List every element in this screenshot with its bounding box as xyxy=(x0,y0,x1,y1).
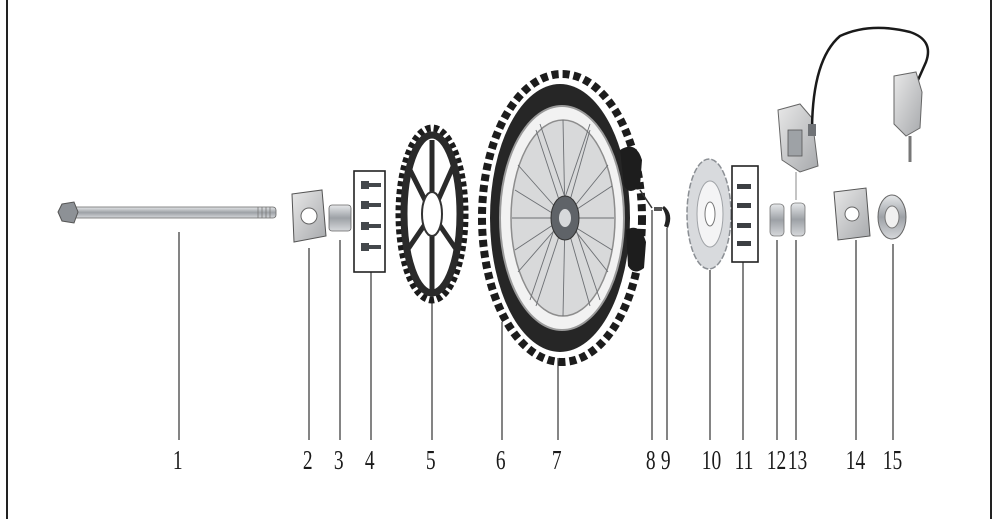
part-label-2: 2 xyxy=(302,445,313,475)
brake-hose-icon xyxy=(808,26,930,136)
part-label-12: 12 xyxy=(766,445,787,475)
part-label-5: 5 xyxy=(425,445,436,475)
brake-disc-icon xyxy=(686,158,732,270)
spacer-icon xyxy=(328,204,352,232)
part-label-10: 10 xyxy=(701,445,722,475)
part-label-1: 1 xyxy=(172,445,183,475)
adjuster-plate-icon xyxy=(833,187,871,241)
inner-tube-icon xyxy=(620,146,646,272)
chain-adjuster-plate-icon xyxy=(291,189,327,243)
master-cylinder-icon xyxy=(893,71,923,162)
rear-sprocket-icon xyxy=(395,124,469,304)
part-label-7: 7 xyxy=(551,445,562,475)
rim-lock-icon xyxy=(662,206,671,228)
collar-icon xyxy=(790,202,806,237)
axle-nut-icon xyxy=(877,194,907,240)
bearing-icon xyxy=(769,203,785,237)
diagram-frame xyxy=(6,0,992,519)
part-label-13: 13 xyxy=(787,445,808,475)
part-label-11: 11 xyxy=(734,445,754,475)
leader-lines xyxy=(178,210,894,440)
part-label-8: 8 xyxy=(645,445,656,475)
disc-bolts-icon xyxy=(731,165,759,263)
part-label-4: 4 xyxy=(364,445,375,475)
brake-caliper-icon xyxy=(777,103,819,200)
part-label-6: 6 xyxy=(495,445,506,475)
axle-icon xyxy=(57,201,277,224)
wheel-rim-icon xyxy=(499,105,625,331)
valve-icon xyxy=(639,189,662,211)
sprocket-bolts-icon xyxy=(353,170,386,273)
part-label-9: 9 xyxy=(660,445,671,475)
part-label-14: 14 xyxy=(845,445,866,475)
part-label-15: 15 xyxy=(882,445,903,475)
part-label-3: 3 xyxy=(333,445,344,475)
